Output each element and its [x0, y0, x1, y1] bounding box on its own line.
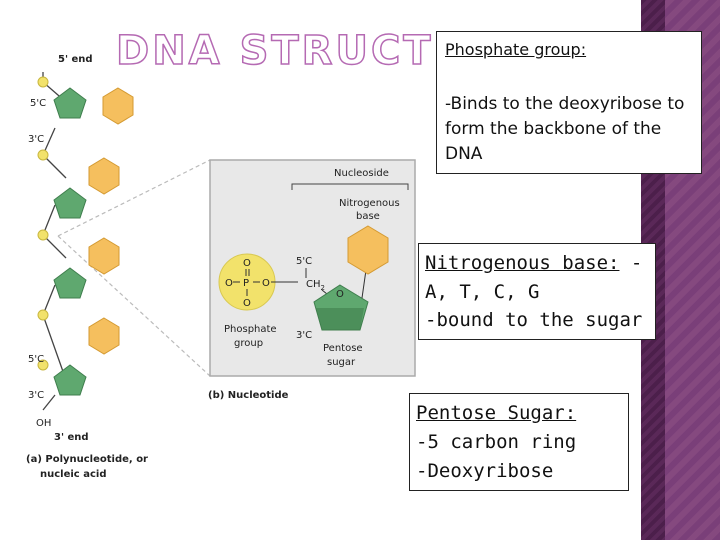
- caption-a-line1: (a) Polynucleotide, or: [26, 454, 148, 465]
- label-phosphate-o-right: O: [262, 278, 270, 289]
- callout-phosphate: Phosphate group: -Binds to the deoxyribo…: [436, 31, 702, 174]
- callout-sugar-line2: -5 carbon ring: [416, 431, 577, 453]
- label-phosphate-group-line2: group: [234, 338, 263, 349]
- label-5c-top: 5'C: [30, 98, 46, 109]
- callout-base-heading-line: Nitrogenous base: -: [425, 252, 642, 274]
- dashed-guides: [57, 159, 211, 377]
- label-3c-top: 3'C: [28, 134, 44, 145]
- label-phosphate-o-left: O: [225, 278, 233, 289]
- label-nucleotide-3c: 3'C: [296, 330, 312, 341]
- callout-phosphate-heading: Phosphate group:: [445, 40, 587, 59]
- label-5-end: 5' end: [58, 54, 93, 65]
- callout-base: Nitrogenous base: - A, T, C, G -bound to…: [418, 243, 656, 340]
- bond-base-sugar: [361, 269, 367, 299]
- label-nucleotide-5c: 5'C: [296, 256, 312, 267]
- base-hexagon: [347, 225, 389, 275]
- label-nitrogenous-base-line1: Nitrogenous: [339, 198, 400, 209]
- label-ch2-sub: 2: [321, 284, 325, 292]
- callout-phosphate-body: -Binds to the deoxyribose to form the ba…: [445, 94, 685, 164]
- label-3c-bottom: 3'C: [28, 390, 44, 401]
- callout-base-heading: Nitrogenous base:: [425, 252, 620, 274]
- base-hexagons: [88, 87, 134, 355]
- caption-a-line2: nucleic acid: [40, 469, 106, 480]
- label-phosphate-o-bottom: O: [243, 298, 251, 309]
- label-phosphate-p: P: [243, 278, 249, 289]
- callout-base-line2: A, T, C, G: [425, 281, 540, 303]
- callout-sugar-line3: -Deoxyribose: [416, 460, 554, 482]
- label-pentose-line2: sugar: [327, 357, 356, 368]
- label-phosphate-group-line1: Phosphate: [224, 324, 277, 335]
- label-phosphate-o-top: O: [243, 258, 251, 269]
- callout-base-line3: -bound to the sugar: [425, 309, 643, 331]
- nucleotide-panel: [209, 159, 416, 377]
- label-5c-bottom: 5'C: [28, 354, 44, 365]
- label-ring-o: O: [336, 289, 344, 300]
- label-ch2: CH2: [306, 279, 325, 292]
- nucleoside-bracket: [291, 183, 409, 190]
- sugar-pentagons: [53, 87, 87, 396]
- backbone: [42, 72, 67, 411]
- label-ch2-main: CH: [306, 279, 321, 290]
- label-nucleoside: Nucleoside: [334, 168, 389, 179]
- label-oh: OH: [36, 418, 51, 429]
- phosphate-bonds: [233, 269, 298, 296]
- callout-sugar-heading: Pentose Sugar:: [416, 402, 577, 424]
- caption-b: (b) Nucleotide: [208, 390, 289, 401]
- callout-sugar: Pentose Sugar: -5 carbon ring -Deoxyribo…: [409, 393, 629, 491]
- callout-base-heading-suffix: -: [619, 252, 643, 274]
- label-nitrogenous-base-line2: base: [356, 211, 380, 222]
- label-pentose-line1: Pentose: [323, 343, 363, 354]
- sugar-pentagon-shade: [316, 308, 364, 330]
- label-3-end: 3' end: [54, 432, 89, 443]
- phosphate-circles: [37, 76, 49, 371]
